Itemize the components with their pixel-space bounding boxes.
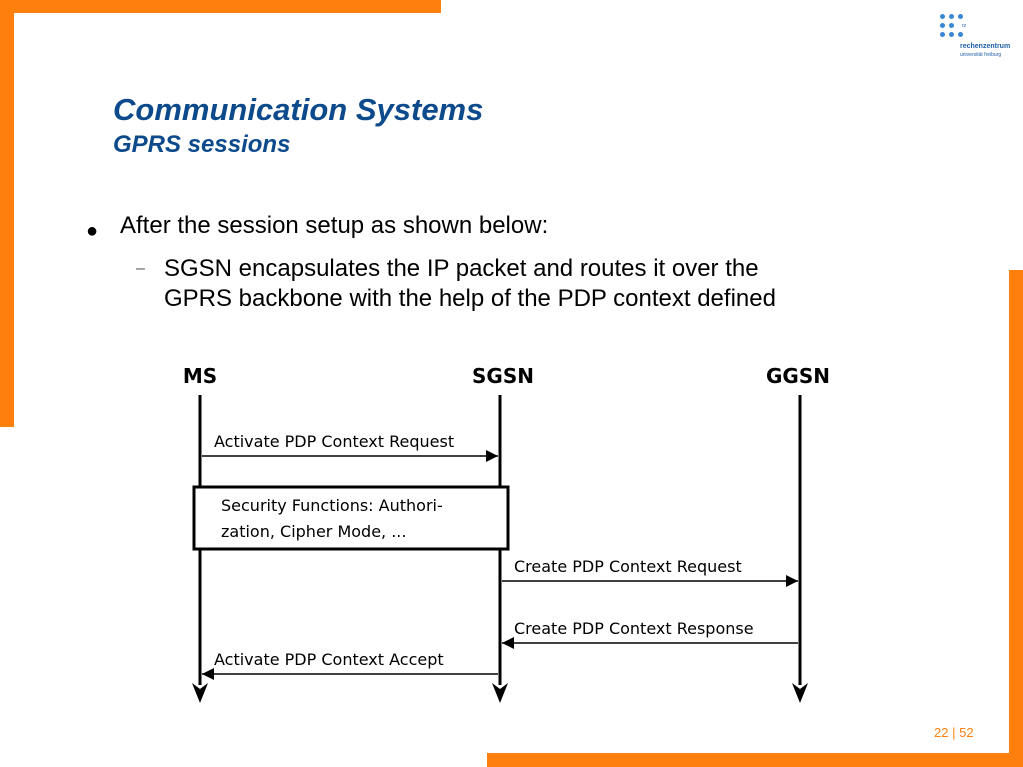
security-functions-line-2: zation, Cipher Mode, ... [221, 522, 406, 541]
page-separator: | [952, 725, 956, 740]
message-create-request: Create PDP Context Request [514, 557, 742, 576]
entity-sgsn: SGSN [472, 364, 534, 388]
bullet-dot-icon: ● [86, 220, 99, 242]
sub-bullet-dash-icon: – [136, 260, 145, 277]
bottom-orange-bar [487, 753, 1023, 767]
logo-mark: rz [962, 23, 967, 29]
page-number: 22 | 52 [934, 725, 974, 740]
page-total: 52 [959, 725, 974, 740]
entity-ms: MS [183, 364, 217, 388]
bullet-text: After the session setup as shown below: [120, 212, 549, 239]
security-functions-box [192, 485, 510, 551]
message-activate-accept: Activate PDP Context Accept [214, 650, 444, 669]
sequence-diagram: MS SGSN GGSN Activate PDP Context Reques… [183, 364, 830, 703]
sub-bullet-line-1: SGSN encapsulates the IP packet and rout… [164, 255, 759, 282]
left-orange-bar [0, 0, 14, 427]
lifeline-ms-arrowhead [192, 683, 208, 703]
top-orange-bar [0, 0, 441, 13]
message-create-response: Create PDP Context Response [514, 619, 754, 638]
page-current: 22 [934, 725, 949, 740]
logo-subname: universität freiburg [960, 52, 1002, 58]
logo-name: rechenzentrum [960, 43, 1011, 50]
sub-bullet-line-2: GPRS backbone with the help of the PDP c… [164, 285, 776, 312]
security-functions-line-1: Security Functions: Authori- [221, 496, 443, 515]
right-orange-bar [1009, 270, 1023, 767]
lifeline-sgsn-arrowhead [492, 683, 508, 703]
lifeline-ggsn-arrowhead [792, 683, 808, 703]
university-logo: rz rechenzentrum universität freiburg [940, 14, 1010, 62]
message-activate-request: Activate PDP Context Request [214, 432, 454, 451]
slide-subtitle: GPRS sessions [113, 131, 291, 158]
entity-ggsn: GGSN [766, 364, 830, 388]
slide-title: Communication Systems [113, 92, 484, 127]
sub-bullet-text: SGSN encapsulates the IP packet and rout… [164, 254, 776, 314]
